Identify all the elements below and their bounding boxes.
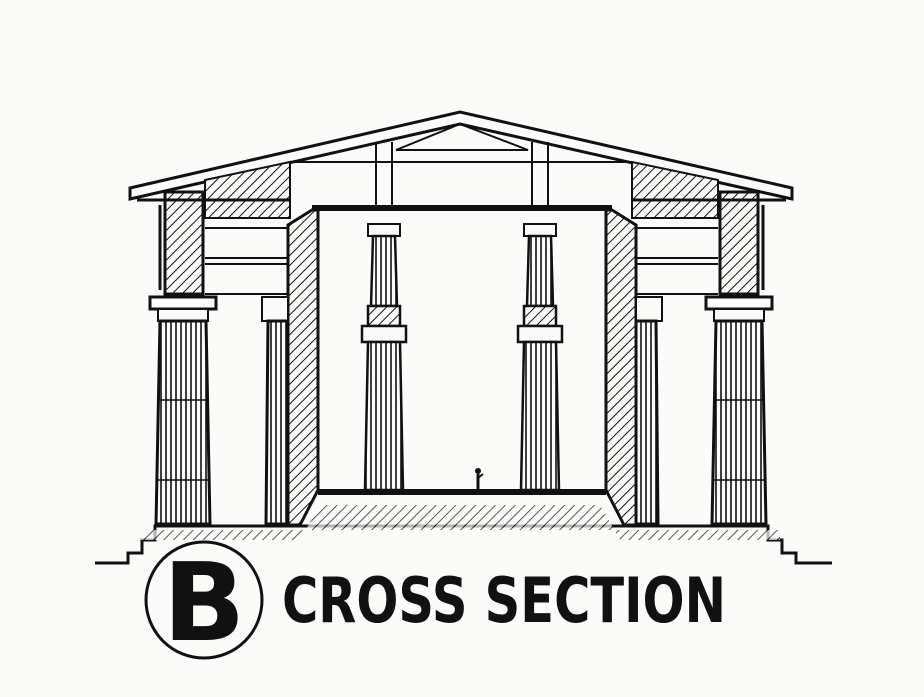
central-hall-walls [286, 205, 638, 527]
label-badge: B [144, 540, 264, 666]
ground [95, 505, 832, 565]
left-aisle-roof [137, 160, 291, 296]
right-inner-column [634, 296, 663, 526]
badge-circle [144, 540, 264, 660]
badge-letter: B [163, 541, 245, 666]
right-outer-column [704, 295, 774, 526]
hall-column-right [516, 223, 564, 492]
left-inner-column [261, 296, 290, 526]
left-outer-column [148, 295, 218, 526]
right-aisle-roof [631, 160, 786, 296]
caption: CROSS SECTION [282, 564, 726, 637]
scale-figure [475, 468, 484, 490]
hall-column-left [360, 223, 408, 492]
